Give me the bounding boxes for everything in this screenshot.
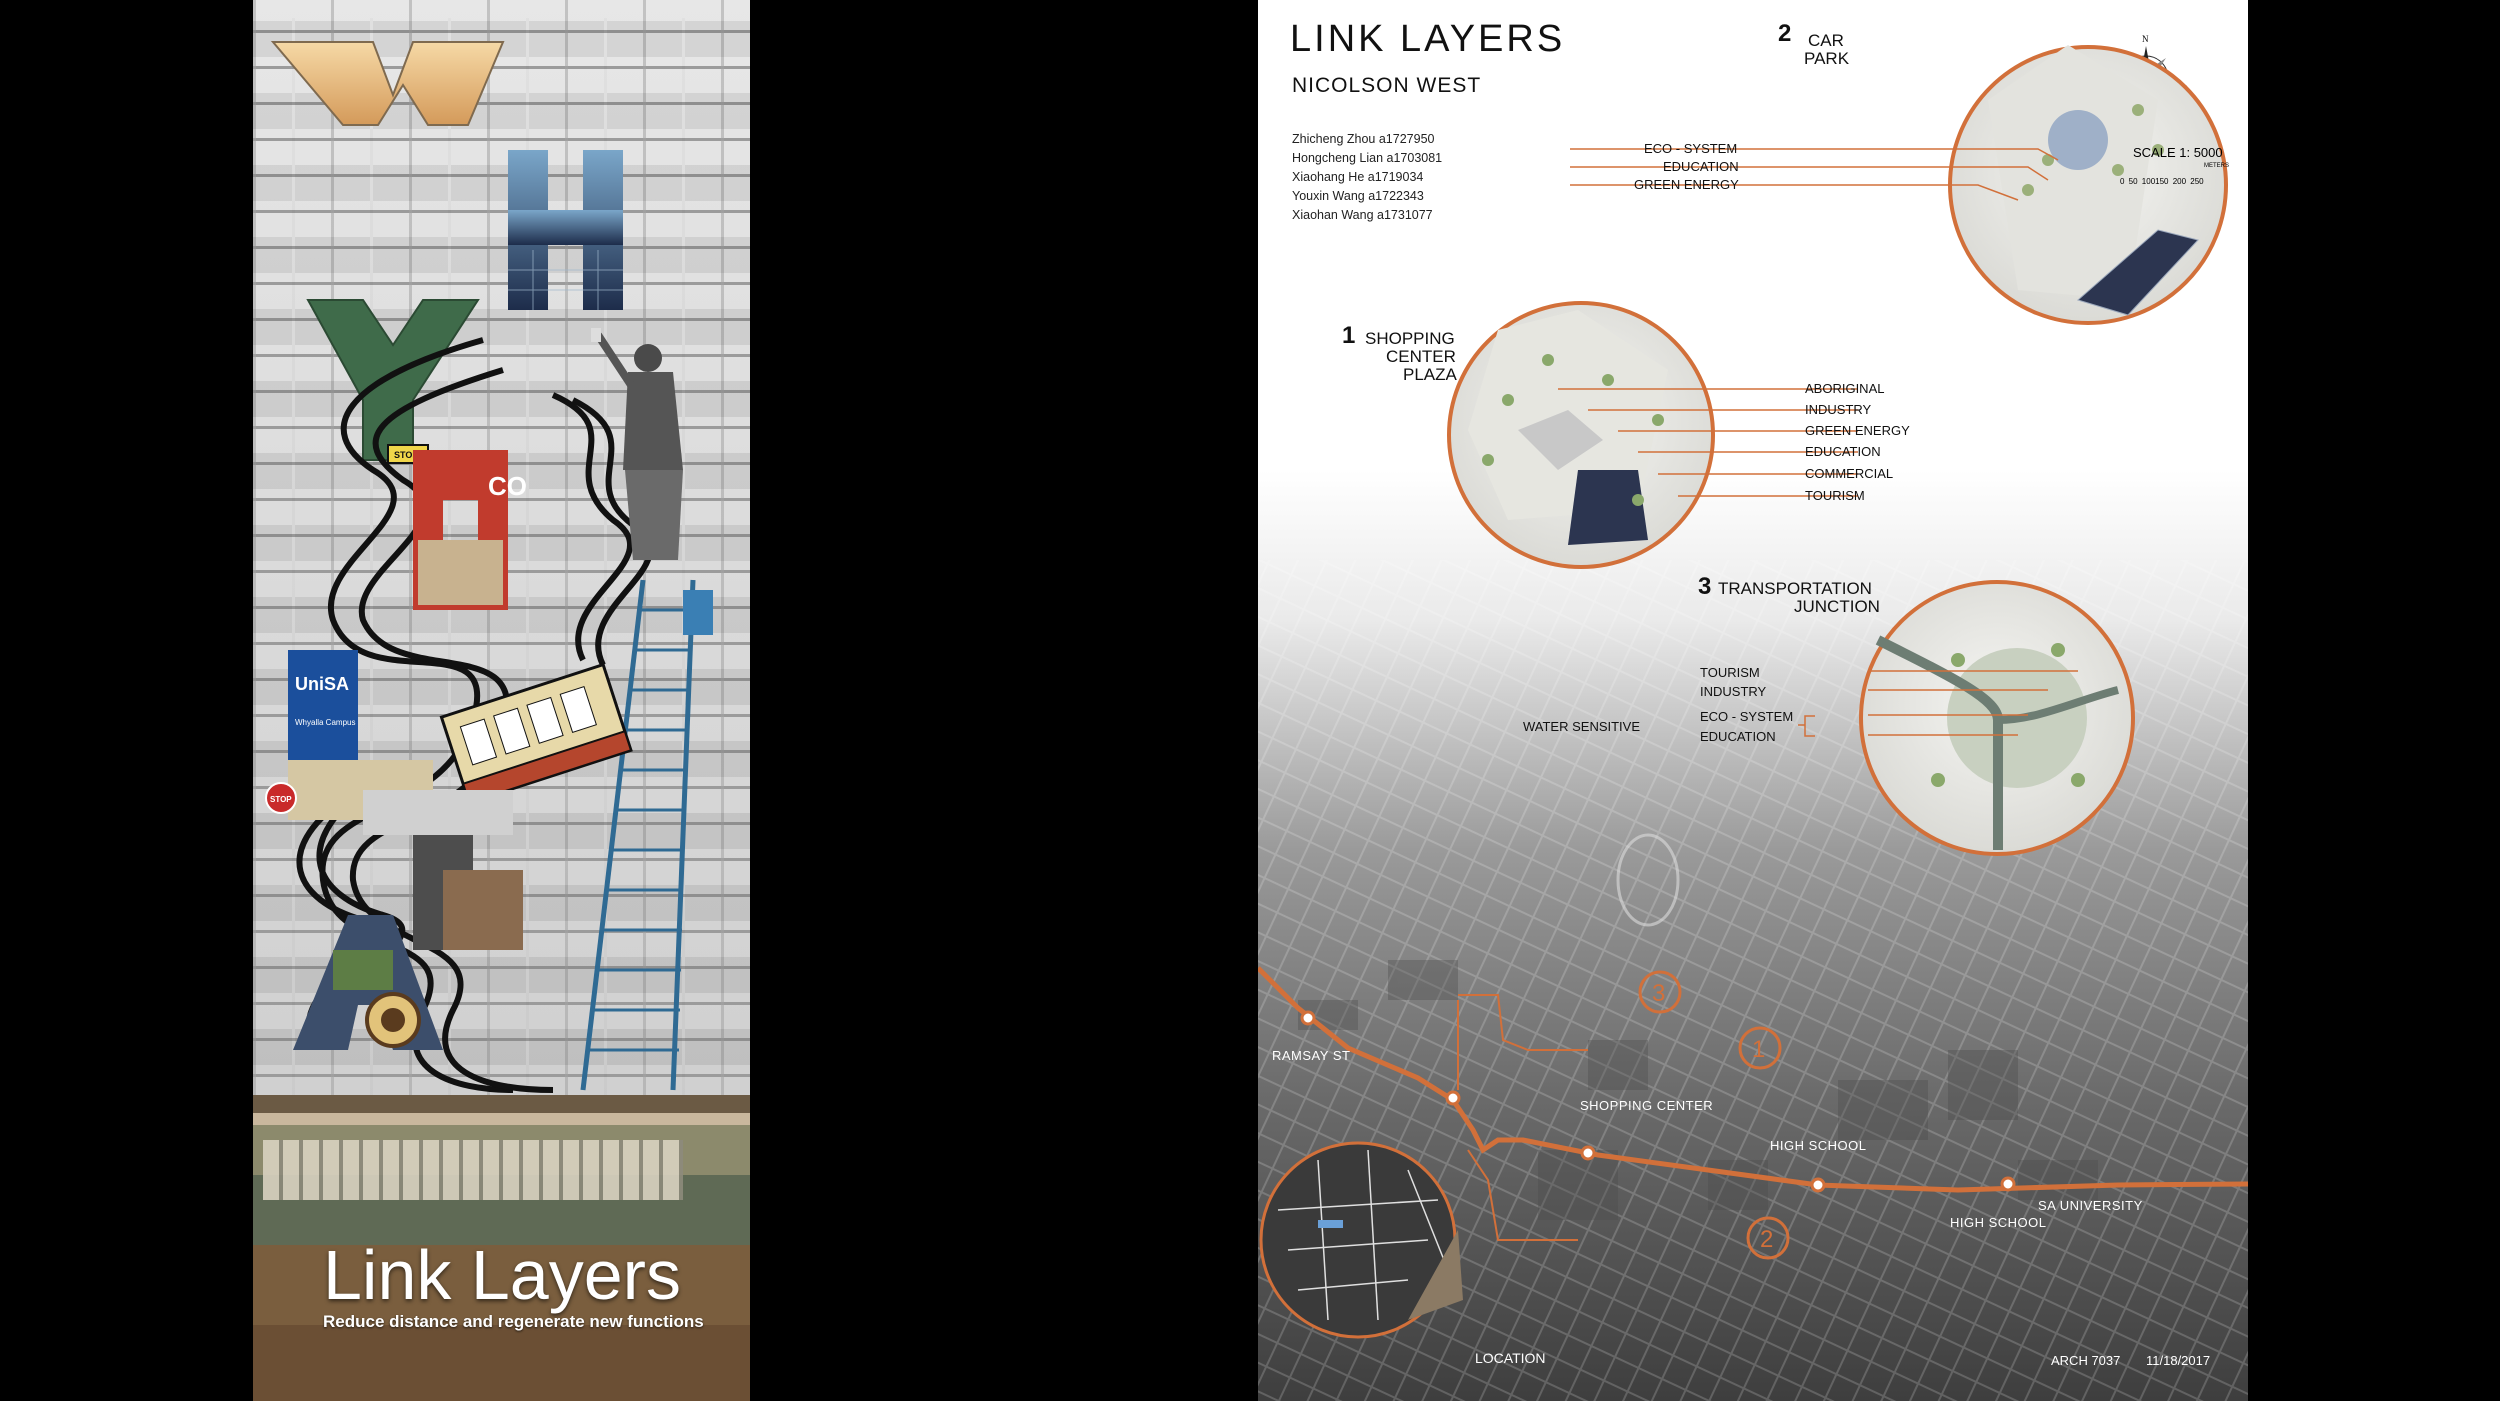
marker-3-text: 3	[1652, 980, 1665, 1007]
letter-o-shop-collage: CO	[413, 450, 527, 610]
tag-education: EDUCATION	[1805, 444, 1881, 459]
ladder	[580, 579, 696, 1091]
tag-tourism: TOURISM	[1700, 665, 1760, 680]
bubble-1-number: 1	[1342, 322, 1356, 349]
tag-eco-system: ECO - SYSTEM	[1644, 141, 1738, 156]
label-high-school: HIGH SCHOOL	[1950, 1215, 2047, 1230]
bubble-3-number: 3	[1698, 573, 1712, 600]
bubble-1-name-line: CENTER	[1386, 347, 1456, 366]
bubble-2-name-line: PARK	[1804, 49, 1850, 68]
stop-sign	[265, 782, 297, 814]
paint-bucket	[683, 590, 713, 635]
bubble-1-name-line: PLAZA	[1403, 365, 1457, 384]
author-line: Zhicheng Zhou a1727950	[1292, 132, 1435, 146]
compass-n: N	[2142, 34, 2149, 44]
bubble-3-name-line: JUNCTION	[1794, 597, 1880, 616]
unisa-sign-text: UniSA	[295, 674, 349, 694]
stop-sign-text: STOP	[270, 795, 292, 804]
right-poster-board: 3 1 2 N S	[1258, 0, 2248, 1401]
tag-tourism: TOURISM	[1805, 488, 1865, 503]
map-marker-2	[1746, 1216, 1790, 1260]
bubble-1-name-line: SHOPPING	[1365, 329, 1455, 348]
poster-subtitle: Reduce distance and regenerate new funct…	[323, 1312, 704, 1331]
main-road-line	[1258, 966, 2248, 1193]
map-marker-3	[1638, 970, 1682, 1014]
bubble-2-name-line: CAR	[1808, 31, 1844, 50]
tram-drawing	[439, 662, 633, 805]
bubble-2-number: 2	[1778, 20, 1792, 47]
painter-figure	[591, 328, 683, 560]
board-artwork: 3 1 2 N S	[1258, 34, 2248, 1401]
road-nodes	[1300, 1010, 2016, 1193]
label-shopping-center: SHOPPING CENTER	[1580, 1098, 1714, 1113]
bubble-car-park-leaders	[1570, 148, 2059, 201]
tag-education: EDUCATION	[1663, 159, 1739, 174]
tag-green-energy: GREEN ENERGY	[1634, 177, 1739, 192]
tag-commercial: COMMERCIAL	[1805, 466, 1894, 481]
label-ramsay-st: RAMSAY ST	[1272, 1048, 1351, 1063]
campus-building-photo	[263, 1140, 683, 1200]
letter-y-nature-collage	[306, 299, 480, 461]
author-line: Hongcheng Lian a1703081	[1292, 151, 1443, 165]
tag-eco-system: ECO - SYSTEM	[1700, 709, 1794, 724]
author-list: Zhicheng Zhou a1727950 Hongcheng Lian a1…	[1292, 130, 1442, 225]
bubble-shopping-plaza-leaders	[1558, 388, 1858, 497]
tag-water-sensitive: WATER SENSITIVE	[1523, 719, 1641, 734]
letter-w-collage	[270, 41, 505, 126]
board-title: LINK LAYERS	[1290, 18, 1566, 60]
tag-aboriginal: ABORIGINAL	[1805, 381, 1885, 396]
bubble-transport-junction	[1859, 580, 2135, 856]
tag-education: EDUCATION	[1700, 729, 1776, 744]
letter-t-industry-collage	[363, 790, 523, 950]
scale-ticks: 0 50 100150 200 250	[2120, 177, 2204, 186]
tag-industry: INDUSTRY	[1700, 684, 1767, 699]
label-high-school: HIGH SCHOOL	[1770, 1138, 1867, 1153]
map-marker-1	[1738, 1026, 1782, 1070]
footer-date: 11/18/2017	[2146, 1353, 2211, 1368]
tag-green-energy: GREEN ENERGY	[1805, 423, 1910, 438]
campus-sign-text: Whyalla Campus	[295, 718, 355, 727]
shop-sign-text: CO	[488, 471, 527, 501]
bubble-transport-junction-leaders	[1798, 670, 2078, 737]
board-subtitle: NICOLSON WEST	[1292, 74, 1482, 97]
tag-industry: INDUSTRY	[1805, 402, 1872, 417]
footer-course: ARCH 7037	[2051, 1353, 2121, 1368]
scale-unit: METERS	[2204, 163, 2230, 169]
marker-2-text: 2	[1760, 1226, 1773, 1253]
left-poster-collage: STOP 1 CO	[253, 0, 750, 1401]
author-line: Xiaohan Wang a1731077	[1292, 208, 1433, 222]
bubble-3-name-line: TRANSPORTATION	[1718, 579, 1872, 598]
location-label: LOCATION	[1475, 1350, 1546, 1366]
bubble-shopping-plaza	[1447, 301, 1715, 569]
poster-title: Link Layers	[323, 1236, 681, 1314]
collage-artwork: STOP 1 CO	[265, 41, 713, 1093]
site-outline	[1457, 994, 1588, 1241]
letter-a-aboriginal-collage	[293, 915, 443, 1050]
marker-1-text: 1	[1752, 1036, 1765, 1063]
author-line: Xiaohang He a1719034	[1292, 170, 1424, 184]
scale-label: SCALE 1: 5000	[2133, 145, 2223, 160]
letter-h-solar-collage	[508, 150, 623, 310]
stadium-oval	[1616, 833, 1680, 927]
aerial-blocks	[1298, 960, 2098, 1220]
location-inset-map	[1259, 1141, 1463, 1339]
label-sa-university: SA UNIVERSITY	[2038, 1198, 2143, 1213]
author-line: Youxin Wang a1722343	[1292, 189, 1424, 203]
stop-1-sign-text: STOP 1	[394, 450, 426, 460]
bubble-car-park	[1948, 45, 2228, 325]
photo-base-strip	[253, 1095, 750, 1401]
